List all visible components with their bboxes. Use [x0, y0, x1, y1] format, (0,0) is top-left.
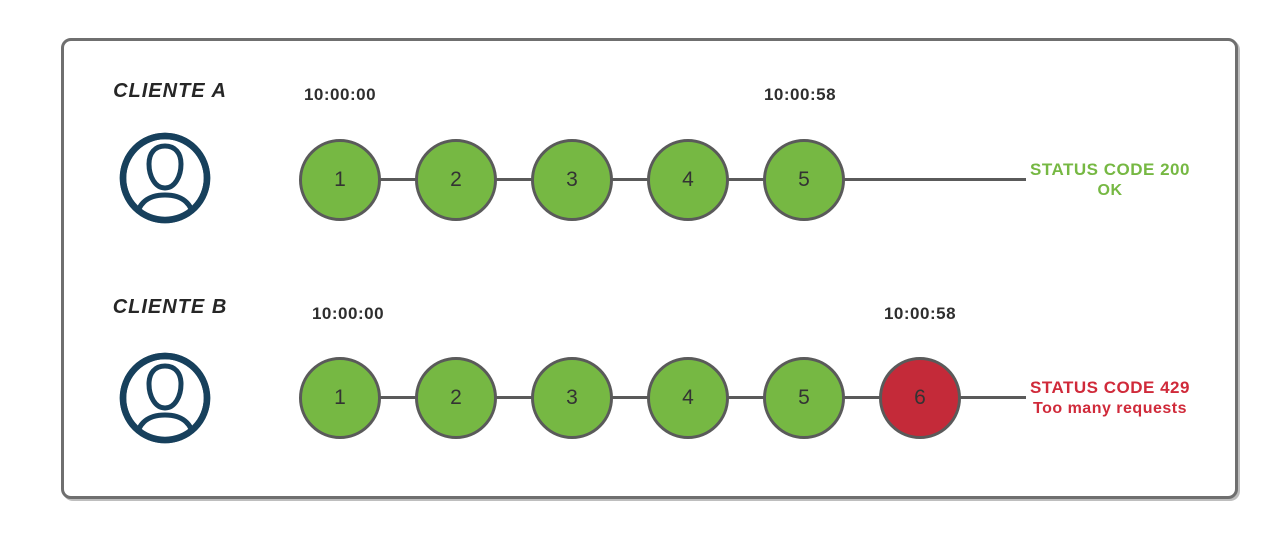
start-time-label: 10:00:00 [311, 304, 385, 323]
request-circle-3: 3 [531, 357, 613, 439]
user-avatar-icon [117, 130, 213, 226]
request-circle-3: 3 [531, 139, 613, 221]
request-circle-4: 4 [647, 139, 729, 221]
request-circle-2: 2 [415, 139, 497, 221]
request-circle-1: 1 [299, 357, 381, 439]
status-message-text: Too many requests [1032, 400, 1187, 417]
client-a-label: CLIENTE A [113, 80, 227, 102]
status-label-200: STATUS CODE 200 OK [1015, 159, 1205, 201]
status-code-text: STATUS CODE 200 [1030, 160, 1190, 179]
request-circle-2: 2 [415, 357, 497, 439]
client-b-label: CLIENTE B [112, 296, 228, 318]
status-label-429: STATUS CODE 429 Too many requests [1015, 377, 1205, 419]
diagram-frame [61, 38, 1238, 499]
status-code-text: STATUS CODE 429 [1030, 378, 1190, 397]
start-time-label: 10:00:00 [303, 85, 377, 104]
user-avatar-icon [117, 350, 213, 446]
request-circle-5: 5 [763, 139, 845, 221]
end-time-label: 10:00:58 [883, 304, 957, 323]
request-circle-5: 5 [763, 357, 845, 439]
end-time-label: 10:00:58 [763, 85, 837, 104]
status-message-text: OK [1097, 182, 1123, 199]
request-circle-4: 4 [647, 357, 729, 439]
request-circle-6: 6 [879, 357, 961, 439]
request-circle-1: 1 [299, 139, 381, 221]
